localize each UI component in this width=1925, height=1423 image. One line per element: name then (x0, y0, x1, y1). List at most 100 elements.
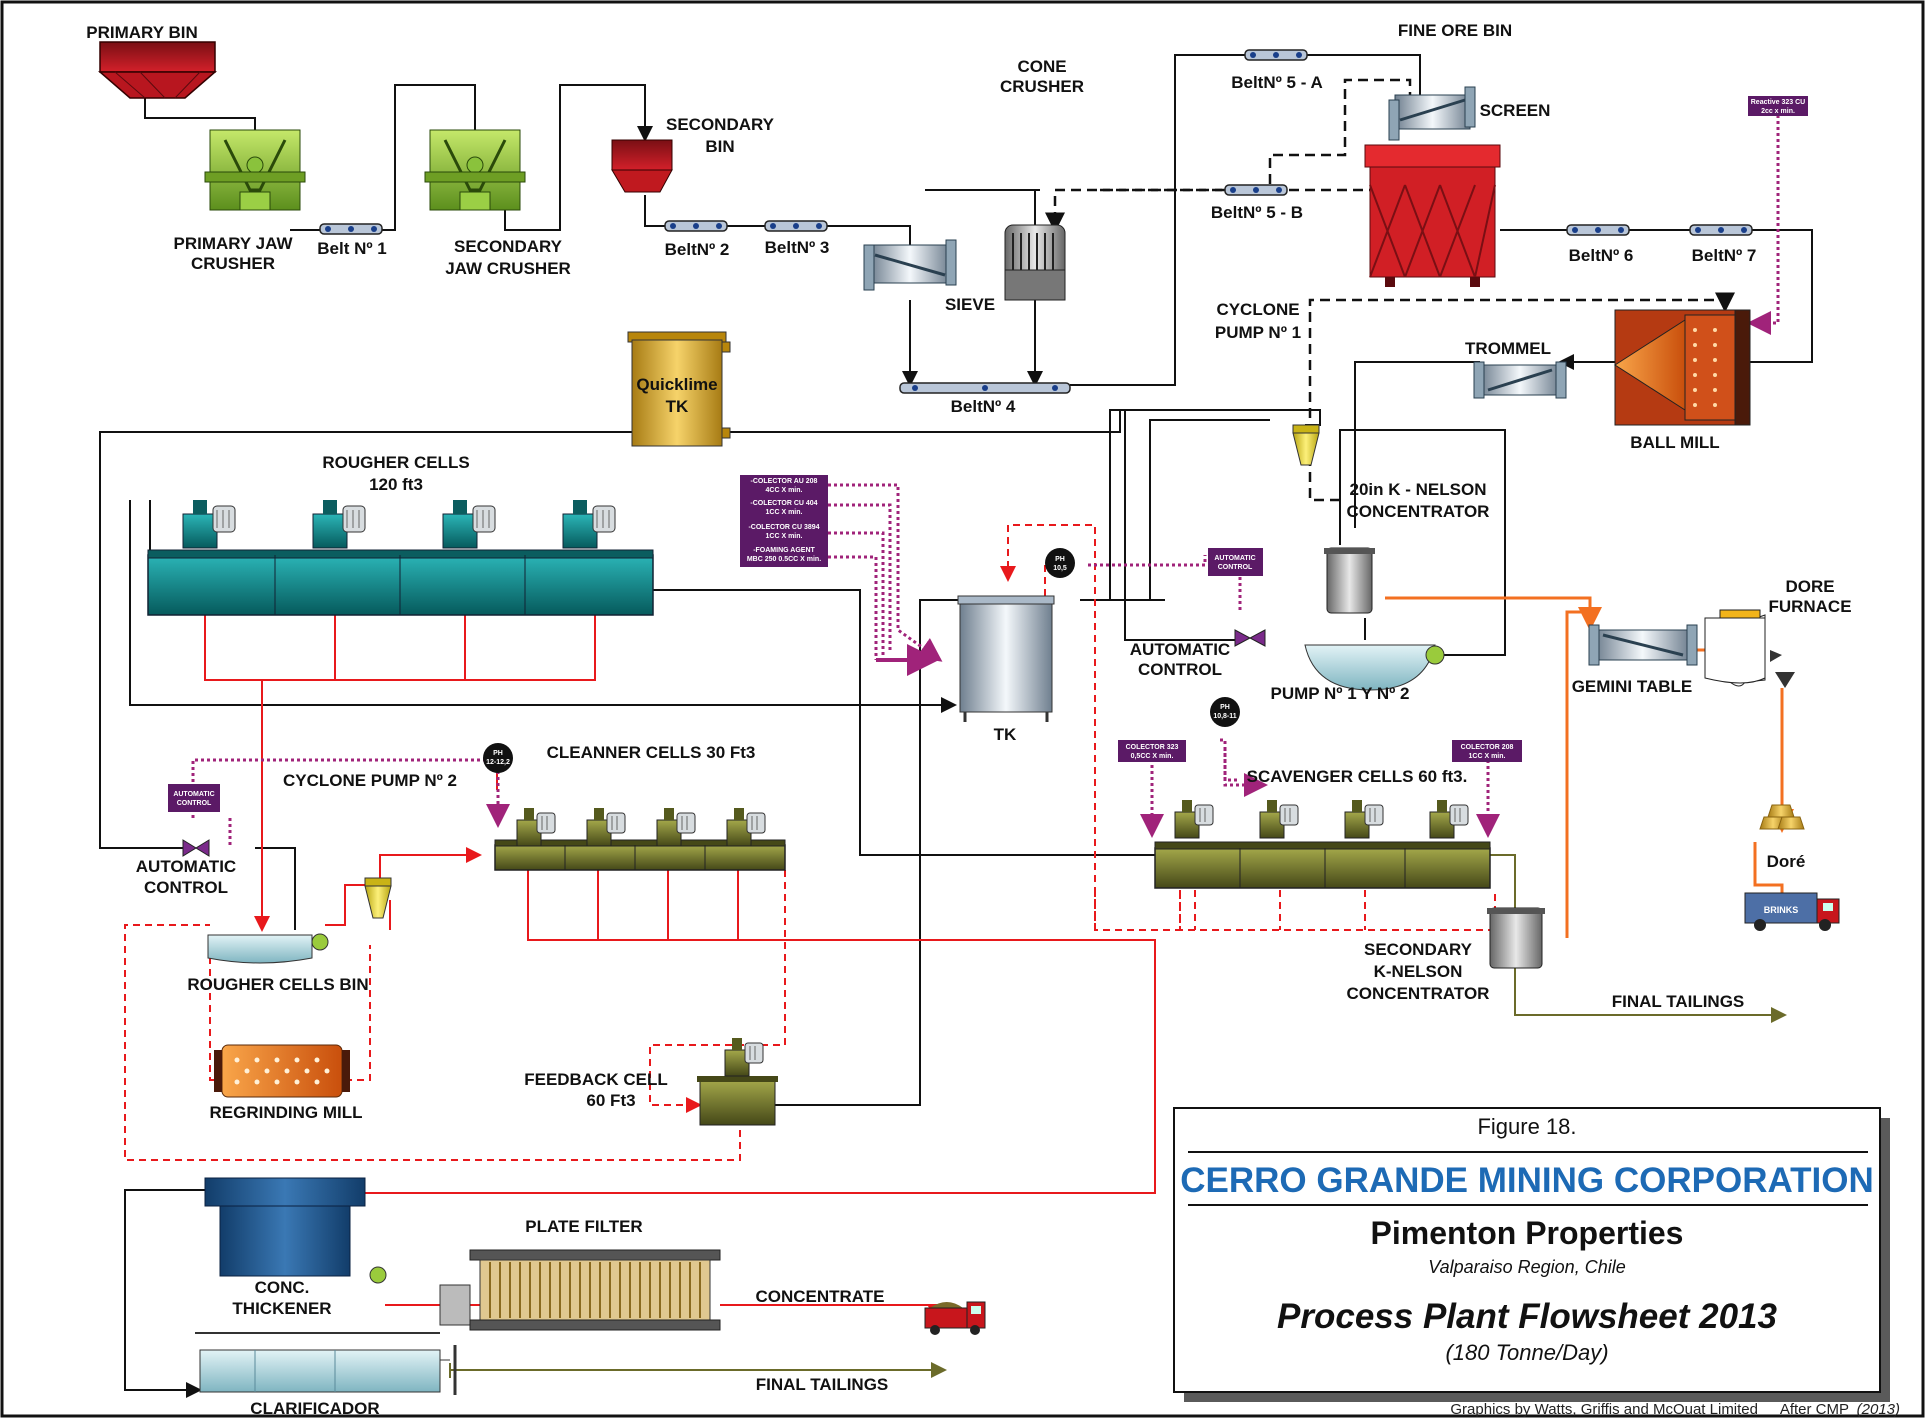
svg-text:10,5: 10,5 (1053, 565, 1067, 572)
automatic-control-valve-2 (183, 840, 209, 856)
label-belt-1: Belt Nº 1 (317, 239, 387, 258)
secondary-jaw-crusher (425, 130, 525, 210)
label-automatic-control-2b: CONTROL (144, 878, 228, 897)
dore-furnace-body (1705, 610, 1795, 688)
label-cone-crusher-1: CONE (1017, 57, 1066, 76)
label-quicklime-1: Quicklime (636, 375, 717, 394)
knelson-concentrator (1324, 548, 1375, 613)
label-belt-6: BeltNº 6 (1569, 246, 1634, 265)
svg-text:4CC X min.: 4CC X min. (766, 487, 803, 494)
label-belt-7: BeltNº 7 (1692, 246, 1757, 265)
label-belt-5b: BeltNº 5 - B (1211, 203, 1303, 222)
label-belt-2: BeltNº 2 (665, 240, 730, 259)
label-secondary-bin-1: SECONDARY (666, 115, 775, 134)
plate-filter (440, 1250, 720, 1330)
label-automatic-control-1a: AUTOMATIC (1130, 640, 1230, 659)
svg-text:PH: PH (493, 750, 503, 757)
label-final-tailings-2: FINAL TAILINGS (756, 1375, 889, 1394)
label-quicklime-2: TK (666, 397, 689, 416)
concentrate-truck (925, 1302, 985, 1335)
label-regrinding-mill: REGRINDING MILL (210, 1103, 363, 1122)
title-capacity: (180 Tonne/Day) (1445, 1340, 1608, 1365)
cyclone-pump-1 (1293, 425, 1319, 465)
label-cyclone-pump-1-b: PUMP Nº 1 (1215, 323, 1301, 342)
reagent-collector-208: COLECTOR 208 1CC X min. (1452, 740, 1522, 762)
tk-tank (958, 596, 1054, 722)
belt-6 (1567, 225, 1629, 235)
label-primary-jaw-1: PRIMARY JAW (173, 234, 293, 253)
label-primary-jaw-2: CRUSHER (191, 254, 275, 273)
svg-text:-COLECTOR CU 3894: -COLECTOR CU 3894 (748, 524, 819, 531)
ph-meter-2: PH 12-12,2 (483, 743, 513, 773)
svg-text:Reactive 323 CU: Reactive 323 CU (1751, 99, 1805, 106)
ph-meter-3: PH 10,8-11 (1210, 697, 1240, 727)
label-knelson-1: 20in K - NELSON (1350, 480, 1487, 499)
label-feedback-cell-1: FEEDBACK CELL (524, 1070, 668, 1089)
title-block: Figure 18. CERRO GRANDE MINING CORPORATI… (1174, 1108, 1890, 1402)
label-rougher-cells-bin: ROUGHER CELLS BIN (187, 975, 368, 994)
regrinding-mill (214, 1045, 350, 1097)
label-feedback-cell-2: 60 Ft3 (586, 1091, 635, 1110)
dore-gold-bars (1760, 805, 1804, 829)
svg-text:0,5CC X min.: 0,5CC X min. (1131, 753, 1174, 760)
credit-year: (2013) (1857, 1401, 1900, 1418)
label-plate-filter: PLATE FILTER (525, 1217, 642, 1236)
clarificador (195, 1333, 455, 1395)
label-screen: SCREEN (1480, 101, 1551, 120)
primary-jaw-crusher (205, 130, 305, 210)
brinks-text: BRINKS (1764, 905, 1799, 915)
credit-after: After CMP (1780, 1401, 1849, 1418)
svg-text:MBC 250 0.5CC X min.: MBC 250 0.5CC X min. (747, 556, 821, 563)
credit-graphics: Graphics by Watts, Griffis and McOuat Li… (1450, 1401, 1758, 1418)
svg-text:COLECTOR 208: COLECTOR 208 (1461, 744, 1514, 751)
label-final-tailings-1: FINAL TAILINGS (1612, 992, 1745, 1011)
auto-control-box-2: AUTOMATIC CONTROL (168, 784, 220, 812)
label-dore-furnace-2: FURNACE (1768, 597, 1851, 616)
label-belt-4: BeltNº 4 (951, 397, 1016, 416)
scavenger-cells (1155, 800, 1490, 888)
svg-text:AUTOMATIC: AUTOMATIC (173, 791, 214, 798)
title-figure-number: Figure 18. (1477, 1114, 1576, 1139)
secondary-knelson-concentrator (1487, 908, 1545, 968)
svg-text:1CC X min.: 1CC X min. (766, 533, 803, 540)
label-primary-bin: PRIMARY BIN (86, 23, 197, 42)
primary-bin (100, 42, 215, 98)
svg-text:-COLECTOR AU 208: -COLECTOR AU 208 (751, 478, 818, 485)
auto-control-box-1: AUTOMATIC CONTROL (1208, 548, 1263, 576)
rougher-cells (148, 500, 653, 615)
label-concentrate: CONCENTRATE (755, 1287, 884, 1306)
belt-2 (665, 221, 727, 231)
belt-1 (320, 224, 382, 234)
rougher-cells-bin (208, 934, 328, 963)
belt-5b (1225, 185, 1287, 195)
label-ball-mill: BALL MILL (1630, 433, 1719, 452)
gemini-table (1589, 625, 1697, 665)
svg-text:PH: PH (1055, 556, 1065, 563)
label-gemini-table: GEMINI TABLE (1572, 677, 1693, 696)
svg-text:2cc x min.: 2cc x min. (1761, 108, 1795, 115)
belt-5a (1245, 50, 1307, 60)
label-pump-1-2: PUMP Nº 1 Y Nº 2 (1270, 684, 1409, 703)
label-rougher-cells-2: 120 ft3 (369, 475, 423, 494)
label-cyclone-pump-2: CYCLONE PUMP Nº 2 (283, 771, 457, 790)
label-trommel: TROMMEL (1465, 339, 1551, 358)
cleaner-cells (495, 808, 785, 870)
svg-text:1CC X min.: 1CC X min. (1469, 753, 1506, 760)
label-dore-furnace-1: DORE (1785, 577, 1834, 596)
svg-text:12-12,2: 12-12,2 (486, 759, 510, 766)
secondary-bin (612, 140, 672, 192)
svg-text:AUTOMATIC: AUTOMATIC (1214, 555, 1255, 562)
title-region: Valparaiso Region, Chile (1428, 1257, 1625, 1277)
label-secondary-bin-2: BIN (705, 137, 734, 156)
label-fine-ore-bin: FINE ORE BIN (1398, 21, 1512, 40)
svg-text:PH: PH (1220, 704, 1230, 711)
feedback-cell (697, 1038, 778, 1125)
cyclone-pump-2 (365, 878, 391, 918)
svg-text:10,8-11: 10,8-11 (1213, 713, 1236, 720)
label-cyclone-pump-1-a: CYCLONE (1216, 300, 1299, 319)
label-clarificador: CLARIFICADOR (250, 1399, 379, 1418)
screen (1389, 87, 1475, 140)
label-tk: TK (994, 725, 1017, 744)
label-conc-thickener-1: CONC. (255, 1278, 310, 1297)
